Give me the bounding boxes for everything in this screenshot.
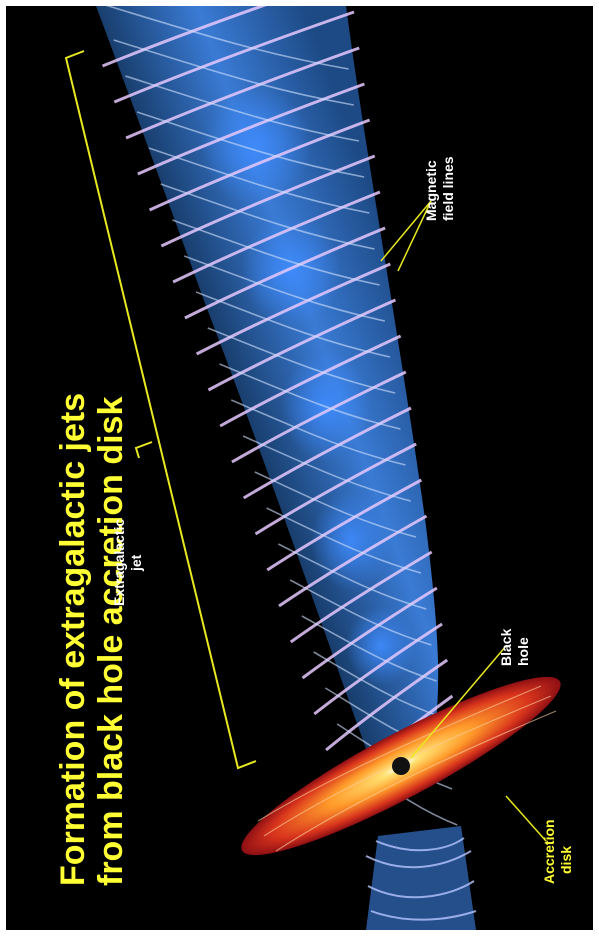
magnetic-label-line-1: Magnetic [423, 160, 439, 221]
title-block: Formation of extragalactic jets from bla… [54, 393, 130, 886]
accretion-pointer [506, 796, 546, 841]
jet-label-line-2: jet [128, 554, 144, 572]
diagram-panel: Formation of extragalactic jets from bla… [6, 6, 593, 930]
accretion-label-line-1: Accretion [541, 819, 557, 884]
black-hole-marker [392, 757, 410, 775]
title-line-2: from black hole accretion disk [92, 397, 130, 886]
upper-jet [96, 6, 458, 825]
accretion-label: Accretion disk [541, 819, 574, 884]
black-hole-label: Black hole [498, 628, 531, 666]
accretion-label-line-2: disk [558, 846, 574, 874]
black-hole-label-line-2: hole [515, 637, 531, 666]
jet-label-line-1: Extragalactic [111, 519, 127, 606]
title-line-1: Formation of extragalactic jets [54, 393, 92, 886]
jet-diagram: Formation of extragalactic jets from bla… [6, 6, 593, 930]
lower-jet [366, 826, 476, 930]
magnetic-label-line-2: field lines [440, 156, 456, 221]
black-hole-label-line-1: Black [498, 628, 514, 666]
magnetic-label: Magnetic field lines [423, 156, 456, 221]
